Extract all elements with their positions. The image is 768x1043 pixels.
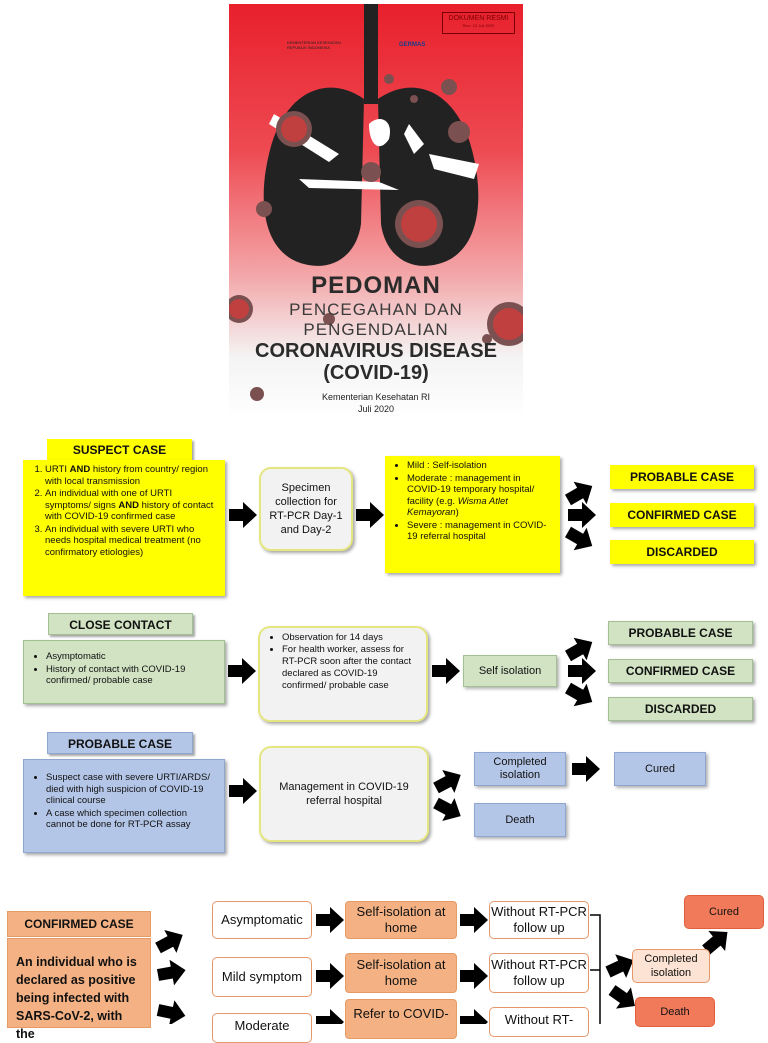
criteria-item: Asymptomatic bbox=[46, 651, 218, 663]
criteria-item: History of contact with COVID-19 confirm… bbox=[46, 664, 218, 687]
arrow-icon bbox=[432, 658, 460, 684]
observation-item: Observation for 14 days bbox=[282, 632, 418, 644]
referral-management-box: Management in COVID-19 referral hospital bbox=[259, 746, 429, 842]
self-isolation-box: Self isolation bbox=[463, 655, 557, 687]
arrow-icon bbox=[429, 763, 467, 800]
confirmed-case-description: An individual who is declared as positiv… bbox=[7, 938, 151, 1041]
arrow-icon bbox=[316, 963, 344, 989]
arrow-icon bbox=[316, 907, 344, 933]
ministry-logo: KEMENTERIAN KESEHATAN REPUBLIK INDONESIA bbox=[287, 40, 341, 50]
cured-box: Cured bbox=[614, 752, 706, 786]
criteria-item: A case which specimen collection cannot … bbox=[46, 808, 218, 831]
close-contact-tag: CLOSE CONTACT bbox=[48, 613, 193, 635]
arrow-icon bbox=[155, 997, 189, 1024]
arrow-icon bbox=[356, 502, 384, 528]
arrow-icon bbox=[460, 963, 488, 989]
outcome-discarded: DISCARDED bbox=[608, 697, 753, 721]
close-contact-criteria: Asymptomatic History of contact with COV… bbox=[23, 640, 225, 704]
action-self-isolation: Self-isolation at home bbox=[345, 901, 457, 939]
arrow-icon bbox=[568, 658, 596, 684]
followup-without-rtpcr: Without RT- bbox=[489, 1007, 589, 1037]
suspect-case-tag: SUSPECT CASE bbox=[47, 439, 192, 461]
cover-covid-title: (COVID-19) bbox=[323, 362, 429, 384]
probable-case-criteria: Suspect case with severe URTI/ARDS/ died… bbox=[23, 759, 225, 853]
criteria-item: An individual with one of URTI symptoms/… bbox=[45, 488, 219, 523]
management-item: Mild : Self-isolation bbox=[407, 460, 554, 472]
cover-subtitle-1: PENCEGAHAN DAN bbox=[289, 300, 463, 319]
germas-logo: GERMAS bbox=[399, 42, 426, 48]
followup-without-rtpcr: Without RT-PCR follow up bbox=[489, 901, 589, 939]
management-item: Moderate : management in COVID-19 tempor… bbox=[407, 473, 554, 519]
cover-title: PEDOMAN bbox=[311, 272, 441, 299]
criteria-item: URTI AND history from country/ region wi… bbox=[45, 464, 219, 487]
suspect-case-criteria: URTI AND history from country/ region wi… bbox=[23, 460, 225, 596]
followup-without-rtpcr: Without RT-PCR follow up bbox=[489, 953, 589, 993]
symptom-mild: Mild symptom bbox=[212, 957, 312, 997]
outcome-confirmed-case: CONFIRMED CASE bbox=[610, 503, 754, 527]
cover-disease-title: CORONAVIRUS DISEASE bbox=[255, 340, 497, 362]
arrow-icon bbox=[561, 474, 599, 512]
arrow-icon bbox=[572, 756, 600, 782]
action-self-isolation: Self-isolation at home bbox=[345, 953, 457, 993]
arrow-icon bbox=[460, 907, 488, 933]
cover-publisher: Kementerian Kesehatan RI bbox=[321, 392, 431, 402]
management-item: Severe : management in COVID-19 referral… bbox=[407, 520, 554, 543]
observation-item: For health worker, assess for RT-PCR soo… bbox=[282, 644, 418, 692]
outcome-discarded: DISCARDED bbox=[610, 540, 754, 564]
probable-case-tag: PROBABLE CASE bbox=[47, 732, 193, 754]
observation-box: Observation for 14 days For health worke… bbox=[258, 626, 428, 722]
completed-isolation-box: Completed isolation bbox=[474, 752, 566, 786]
outcome-confirmed-case: CONFIRMED CASE bbox=[608, 659, 753, 683]
cover-subtitle-2: PENGENDALIAN bbox=[303, 320, 449, 339]
cured-box: Cured bbox=[684, 895, 764, 929]
cover-date: Juli 2020 bbox=[357, 404, 395, 414]
suspect-management-box: Mild : Self-isolation Moderate : managem… bbox=[385, 456, 560, 573]
symptom-asymptomatic: Asymptomatic bbox=[212, 901, 312, 939]
outcome-probable-case: PROBABLE CASE bbox=[608, 621, 753, 645]
arrow-icon bbox=[561, 676, 599, 714]
completed-isolation-box: Completed isolation bbox=[632, 949, 710, 983]
arrow-icon bbox=[561, 630, 599, 668]
symptom-moderate: Moderate bbox=[212, 1013, 312, 1043]
arrow-icon bbox=[229, 778, 257, 804]
criteria-item: An individual with severe URTI who needs… bbox=[45, 524, 219, 559]
outcome-probable-case: PROBABLE CASE bbox=[610, 465, 754, 489]
death-box: Death bbox=[635, 997, 715, 1027]
criteria-item: Suspect case with severe URTI/ARDS/ died… bbox=[46, 772, 218, 807]
action-refer: Refer to COVID- bbox=[345, 999, 457, 1039]
lungs-illustration bbox=[229, 4, 523, 401]
arrow-icon bbox=[155, 957, 188, 988]
arrow-icon bbox=[229, 502, 257, 528]
specimen-collection-box: Specimen collection for RT-PCR Day-1 and… bbox=[259, 467, 353, 551]
arrow-icon bbox=[429, 791, 467, 828]
arrow-icon bbox=[228, 658, 256, 684]
confirmed-case-tag: CONFIRMED CASE bbox=[7, 911, 151, 937]
arrow-icon bbox=[151, 923, 189, 960]
arrow-icon bbox=[460, 1009, 488, 1024]
arrow-icon bbox=[568, 502, 596, 528]
death-box: Death bbox=[474, 803, 566, 837]
arrow-icon bbox=[561, 520, 599, 558]
arrow-icon bbox=[316, 1009, 344, 1024]
